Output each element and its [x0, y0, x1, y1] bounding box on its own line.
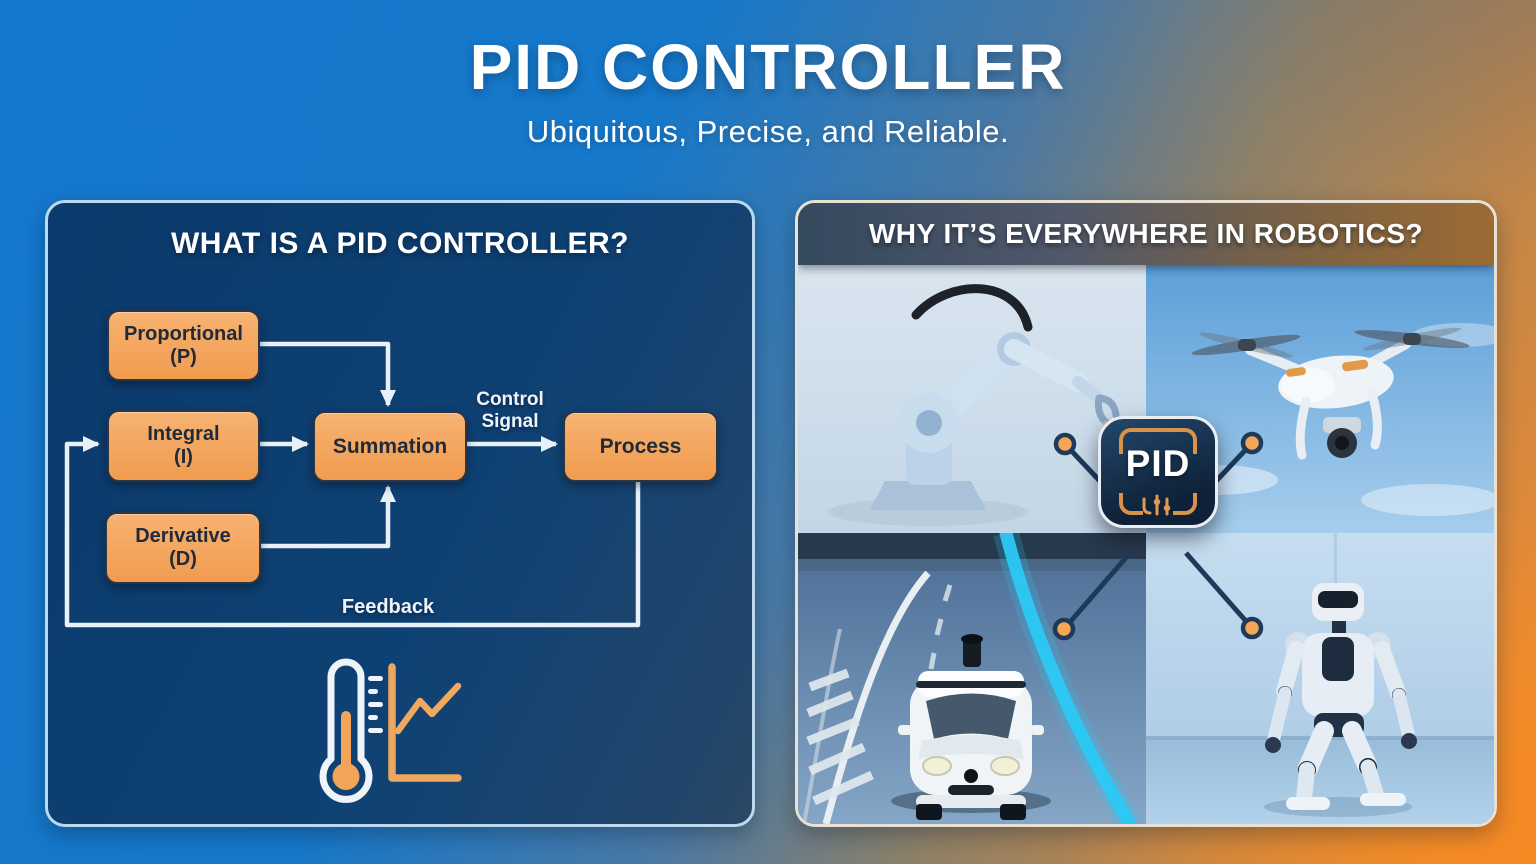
self-driving-car-image — [798, 533, 1146, 824]
block-integral-sub: (I) — [174, 446, 193, 468]
pid-badge-text: PID — [1125, 443, 1191, 484]
block-proportional-sub: (P) — [170, 345, 197, 368]
block-summation-label: Summation — [332, 434, 448, 458]
page-header: PID CONTROLLER Ubiquitous, Precise, and … — [0, 30, 1536, 150]
bracket-frame-icon — [1119, 428, 1197, 454]
page-subtitle: Ubiquitous, Precise, and Reliable. — [526, 114, 1010, 149]
temperature-control-icons — [319, 658, 462, 803]
page-title: PID CONTROLLER — [469, 31, 1067, 103]
arrow-proportional-to-summation — [256, 341, 396, 407]
block-process: Process — [563, 411, 718, 482]
what-is-pid-panel: WHAT IS A PID CONTROLLER? Proportional (… — [45, 200, 755, 827]
block-derivative-sub: (D) — [169, 548, 197, 570]
right-panel-header: WHY IT’S EVERYWHERE IN ROBOTICS? — [798, 203, 1494, 265]
humanoid-robot-image — [1146, 533, 1494, 824]
robotics-image-grid — [798, 265, 1494, 824]
flowchart-arrows — [64, 341, 641, 628]
robotic-arm-image — [798, 265, 1146, 533]
block-proportional-label: Proportional — [124, 322, 243, 345]
block-derivative-label: Derivative — [135, 525, 231, 548]
right-panel-title: WHY IT’S EVERYWHERE IN ROBOTICS? — [868, 218, 1424, 249]
block-integral-label: Integral — [147, 423, 220, 446]
feedback-loop-line — [64, 436, 641, 628]
feedback-label: Feedback — [341, 596, 435, 618]
pid-sliders-icon — [1142, 494, 1171, 516]
block-integral: Integral (I) — [107, 410, 260, 482]
arrow-derivative-to-summation — [257, 485, 396, 549]
block-process-label: Process — [599, 434, 682, 458]
block-proportional: Proportional (P) — [107, 310, 260, 381]
line-chart-icon — [388, 663, 462, 782]
left-panel-title: WHAT IS A PID CONTROLLER? — [170, 227, 630, 260]
block-derivative: Derivative (D) — [105, 512, 261, 584]
why-robotics-panel: WHY IT’S EVERYWHERE IN ROBOTICS? — [795, 200, 1497, 827]
control-signal-label: Control Signal — [476, 389, 544, 432]
block-summation: Summation — [313, 411, 467, 482]
pid-badge: PID — [1098, 416, 1218, 528]
thermometer-icon — [319, 658, 383, 803]
